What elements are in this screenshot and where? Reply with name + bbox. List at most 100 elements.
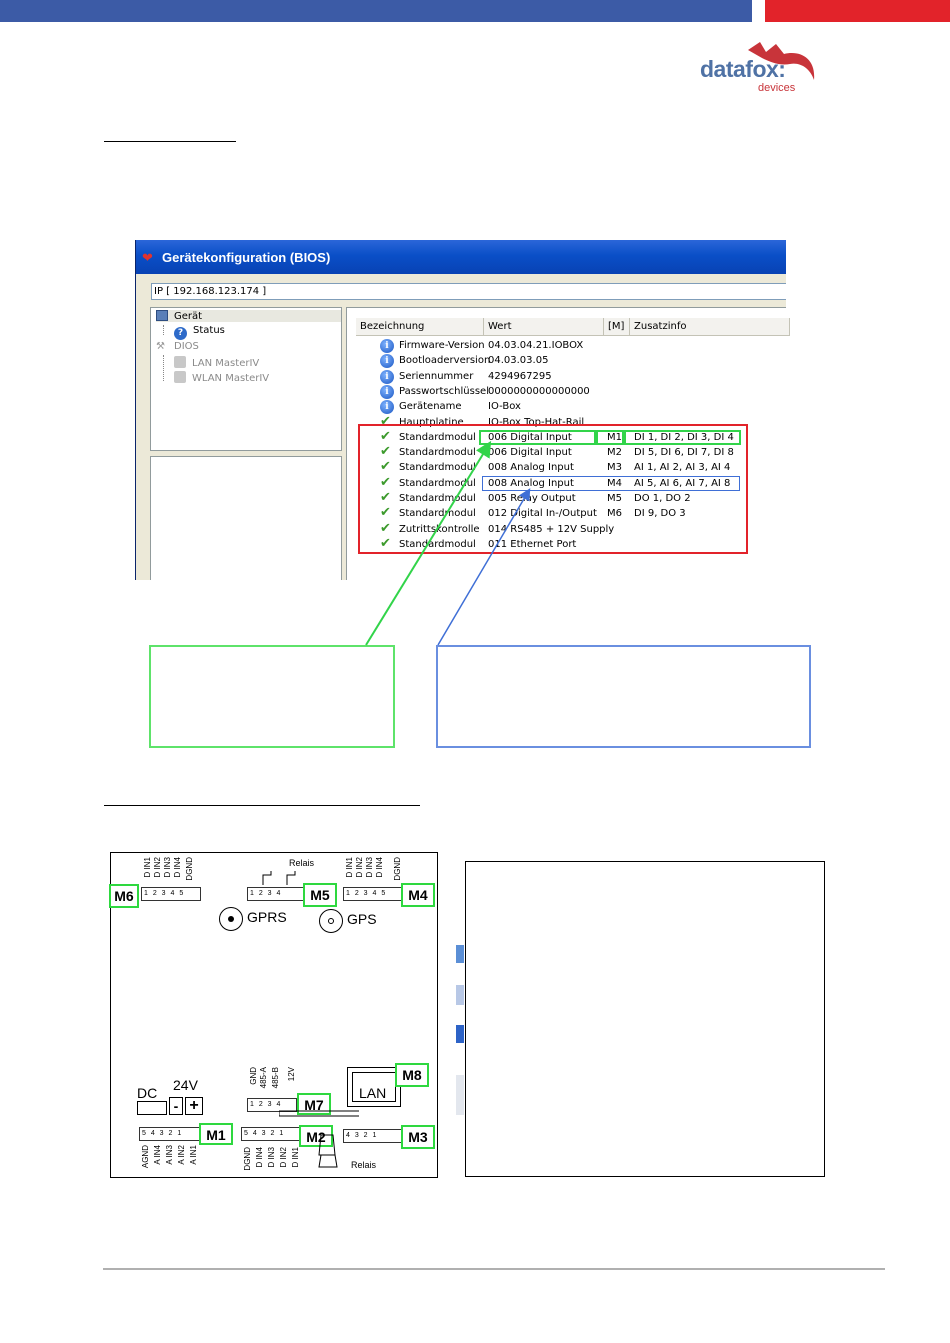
screenshot-fragment	[456, 945, 464, 963]
lan-icon	[174, 356, 186, 368]
section-heading-underline-2	[104, 805, 420, 806]
tree-connector	[163, 325, 164, 335]
pin-label: D IN3	[365, 857, 374, 878]
tree-item-label: DIOS	[174, 341, 199, 352]
tree-item-label: WLAN MasterIV	[192, 373, 270, 384]
lan-port-icon	[347, 1067, 401, 1107]
info-highlight-m1	[624, 430, 741, 445]
terminal-block-m3: 4 3 2 1	[343, 1129, 403, 1143]
info-icon: i	[380, 369, 394, 384]
cell-info: AI 5, AI 6, AI 7, AI 8	[634, 477, 731, 489]
tree-item-lan[interactable]: LAN MasterIV	[174, 356, 259, 369]
cell-name: Seriennummer	[399, 370, 474, 382]
terminal-block-m6: 1 2 3 4 5	[141, 887, 201, 901]
callout-box-blue	[436, 645, 811, 748]
cell-value: 04.03.03.05	[488, 355, 549, 367]
cell-value: 0000000000000000	[488, 385, 590, 397]
gprs-label: GPRS	[247, 909, 287, 925]
cell-name: Firmware-Version	[399, 340, 485, 351]
configuration-window: ❤ Gerätekonfiguration (BIOS) IP [ 192.16…	[135, 240, 786, 580]
lan-label: LAN	[359, 1085, 387, 1101]
dc-label: DC	[137, 1085, 158, 1101]
pin-label: 12V	[287, 1067, 296, 1082]
terminal-block-m1: 5 4 3 2 1	[139, 1127, 201, 1141]
gps-label: GPS	[347, 911, 377, 927]
cell-value: 008 Analog Input	[488, 462, 574, 474]
gprs-antenna-icon	[219, 907, 243, 931]
tree-item-dios[interactable]: ⚒ DIOS	[156, 341, 199, 352]
relay-symbol	[262, 871, 296, 885]
checkmark-icon: ✔	[380, 428, 391, 444]
tree-item-wlan[interactable]: WLAN MasterIV	[174, 371, 269, 384]
checkmark-icon: ✔	[380, 413, 391, 429]
cell-value: 014 RS485 + 12V Supply	[488, 523, 615, 535]
cell-name: Gerätename	[399, 401, 462, 413]
voltage-label: 24V	[173, 1077, 198, 1093]
ip-address-field[interactable]: IP [ 192.168.123.174 ]	[151, 283, 786, 300]
pin-label: A IN4	[153, 1145, 162, 1165]
gps-antenna-icon	[319, 909, 343, 933]
detail-pane-empty	[150, 456, 342, 580]
pin-label: DGND	[243, 1147, 252, 1171]
column-header-info[interactable]: Zusatzinfo	[630, 318, 790, 336]
column-header-name[interactable]: Bezeichnung	[356, 318, 484, 336]
module-label-m5: M5	[303, 883, 337, 907]
column-header-value[interactable]: Wert	[484, 318, 604, 336]
pin-label: D IN3	[163, 857, 172, 878]
tree-connector	[163, 355, 164, 381]
cell-m: M4	[607, 477, 622, 489]
wlan-icon	[174, 371, 186, 383]
window-titlebar: ❤ Gerätekonfiguration (BIOS)	[136, 240, 786, 274]
minus-terminal: -	[169, 1097, 183, 1115]
window-title: Gerätekonfiguration (BIOS)	[162, 250, 331, 265]
pin-label: A IN3	[165, 1145, 174, 1165]
info-icon: i	[380, 339, 394, 353]
info-icon: i	[380, 384, 394, 399]
pin-label: D IN4	[375, 857, 384, 878]
device-diagram: D IN1 D IN2 D IN3 D IN4 DGND 1 2 3 4 5 M…	[109, 852, 438, 1178]
relais-label-bottom: Relais	[351, 1160, 377, 1170]
cell-info: DI 5, DI 6, DI 7, DI 8	[634, 447, 734, 459]
header-bar-red	[765, 0, 950, 22]
pin-label: A IN2	[177, 1145, 186, 1165]
cell-value: 005 Relay Output	[488, 493, 576, 504]
cell-value: 006 Digital Input	[488, 447, 572, 459]
tree-item-label: LAN MasterIV	[192, 358, 260, 369]
row-highlight-m4	[482, 476, 740, 491]
cell-name: Bootloaderversion	[399, 355, 491, 367]
tree-item-device[interactable]: Gerät	[156, 310, 341, 322]
callout-box-green	[149, 645, 395, 748]
cell-m: M2	[607, 447, 622, 459]
screenshot-fragment	[456, 985, 464, 1005]
cell-info: DI 9, DO 3	[634, 508, 686, 520]
module-label-m4: M4	[401, 883, 435, 907]
module-label-m8: M8	[395, 1063, 429, 1087]
plus-terminal: +	[185, 1097, 203, 1115]
pin-label: A IN1	[189, 1145, 198, 1165]
pin-label: D IN4	[173, 857, 182, 878]
cell-value: IO-Box	[488, 401, 521, 413]
module-label-m6: M6	[109, 884, 139, 908]
datafox-logo: datafox: devices	[700, 40, 820, 96]
module-label-m7: M7	[297, 1093, 331, 1115]
tools-icon: ⚒	[156, 341, 165, 352]
terminal-block-m5: 1 2 3 4	[247, 887, 305, 901]
column-header-module[interactable]: [M]	[604, 318, 630, 336]
tree-item-status[interactable]: ?Status	[174, 325, 225, 340]
cell-m: M1	[607, 431, 622, 443]
table-row[interactable]: i Seriennummer 4294967295	[352, 369, 788, 385]
pin-label: D IN2	[355, 857, 364, 878]
cell-m: M5	[607, 493, 622, 504]
tree-item-label: Status	[193, 325, 225, 336]
pin-label: GND	[249, 1067, 258, 1085]
dc-jack-icon	[137, 1101, 167, 1115]
cell-value: 4294967295	[488, 370, 552, 382]
pin-label: 485-A	[259, 1067, 268, 1089]
cell-m: M6	[607, 508, 622, 520]
